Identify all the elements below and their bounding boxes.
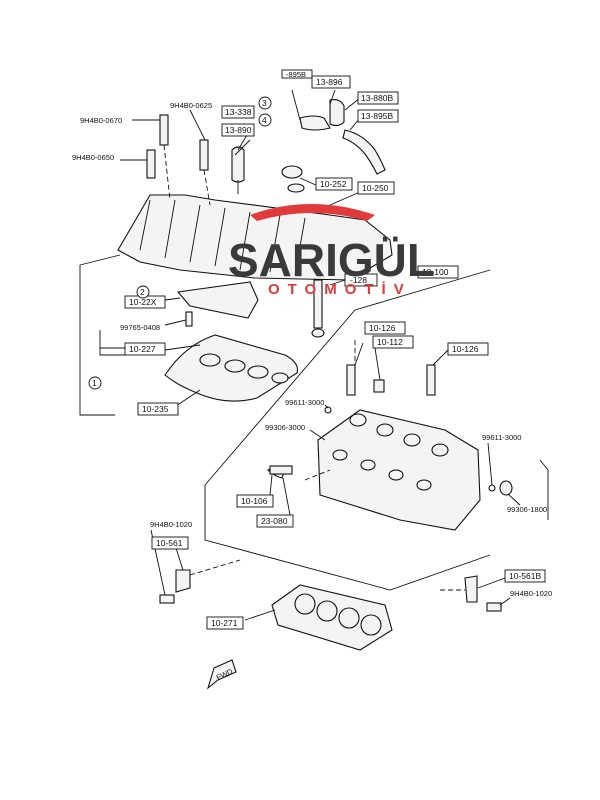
- sarigul-watermark-logo: SARIGÜL OTOMOTİV: [228, 204, 435, 298]
- part-labels: 9H4B0-0670 9H4B0-0625 9H4B0-0650 13-338 …: [72, 69, 552, 682]
- label-10-235: 10-235: [142, 404, 169, 414]
- label-10-106: 10-106: [241, 496, 268, 506]
- forward-arrow: [206, 659, 237, 690]
- label-10-561: 10-561: [156, 538, 183, 548]
- label-99306-1800: 99306-1800: [507, 505, 547, 514]
- label-10-227: 10-227: [129, 344, 156, 354]
- label-10-128: -128: [350, 275, 367, 285]
- callout-1: 1: [92, 378, 97, 388]
- spark-plug-tube: [311, 279, 325, 338]
- callout-3: 3: [262, 98, 267, 108]
- label-13-896: 13-896: [316, 77, 343, 87]
- callout-circles: 3 4 2 1: [88, 96, 272, 390]
- label-99611-3000-a: 99611-3000: [285, 398, 324, 407]
- label-10-271: 10-271: [211, 618, 238, 628]
- label-13-895b: 13-895B: [361, 111, 393, 121]
- label-10-250: 10-250: [362, 183, 389, 193]
- head-gasket: [271, 584, 393, 651]
- label-13-880b: 13-880B: [361, 93, 393, 103]
- label-10-252: 10-252: [320, 179, 347, 189]
- cylinder-head: [267, 340, 513, 531]
- label-99611-3000-b: 99611-3000: [482, 433, 521, 442]
- label-10-22x: 10-22X: [129, 297, 157, 307]
- label-99306-3000: 99306-3000: [265, 423, 305, 432]
- label-9h4b0-0670: 9H4B0-0670: [80, 116, 122, 125]
- pcv-hose-assembly: [231, 89, 386, 194]
- label-99765-0408: 99765-0408: [120, 323, 160, 332]
- assembly-outline-lines: [79, 254, 549, 591]
- logo-subtext: OTOMOTİV: [268, 281, 412, 298]
- engine-hangers: [159, 559, 502, 612]
- valve-cover-gaskets: [164, 281, 299, 402]
- label-10-112: 10-112: [377, 337, 403, 347]
- label-9h4b0-1020-b: 9H4B0-1020: [510, 589, 552, 598]
- valve-cover: [117, 165, 393, 281]
- valve-cover-bolts: [146, 114, 211, 206]
- label-10-126-a: 10-126: [369, 323, 396, 333]
- label-9h4b0-1020-a: 9H4B0-1020: [150, 520, 192, 529]
- label-13-890: 13-890: [225, 125, 252, 135]
- logo-brand-text: SARIGÜL: [228, 234, 435, 286]
- callout-4: 4: [262, 115, 267, 125]
- label-10-100: 10-100: [422, 267, 449, 277]
- label-10-126-b: 10-126: [452, 344, 479, 354]
- label-9h4b0-0625: 9H4B0-0625: [170, 101, 212, 110]
- label-9h4b0-0650: 9H4B0-0650: [72, 153, 114, 162]
- label-23-080: 23-080: [261, 516, 288, 526]
- label-top-cut: -895B: [286, 70, 306, 79]
- callout-2: 2: [140, 287, 145, 297]
- logo-car-arc: [250, 204, 375, 221]
- label-13-338: 13-338: [225, 107, 252, 117]
- label-10-561b: 10-561B: [509, 571, 541, 581]
